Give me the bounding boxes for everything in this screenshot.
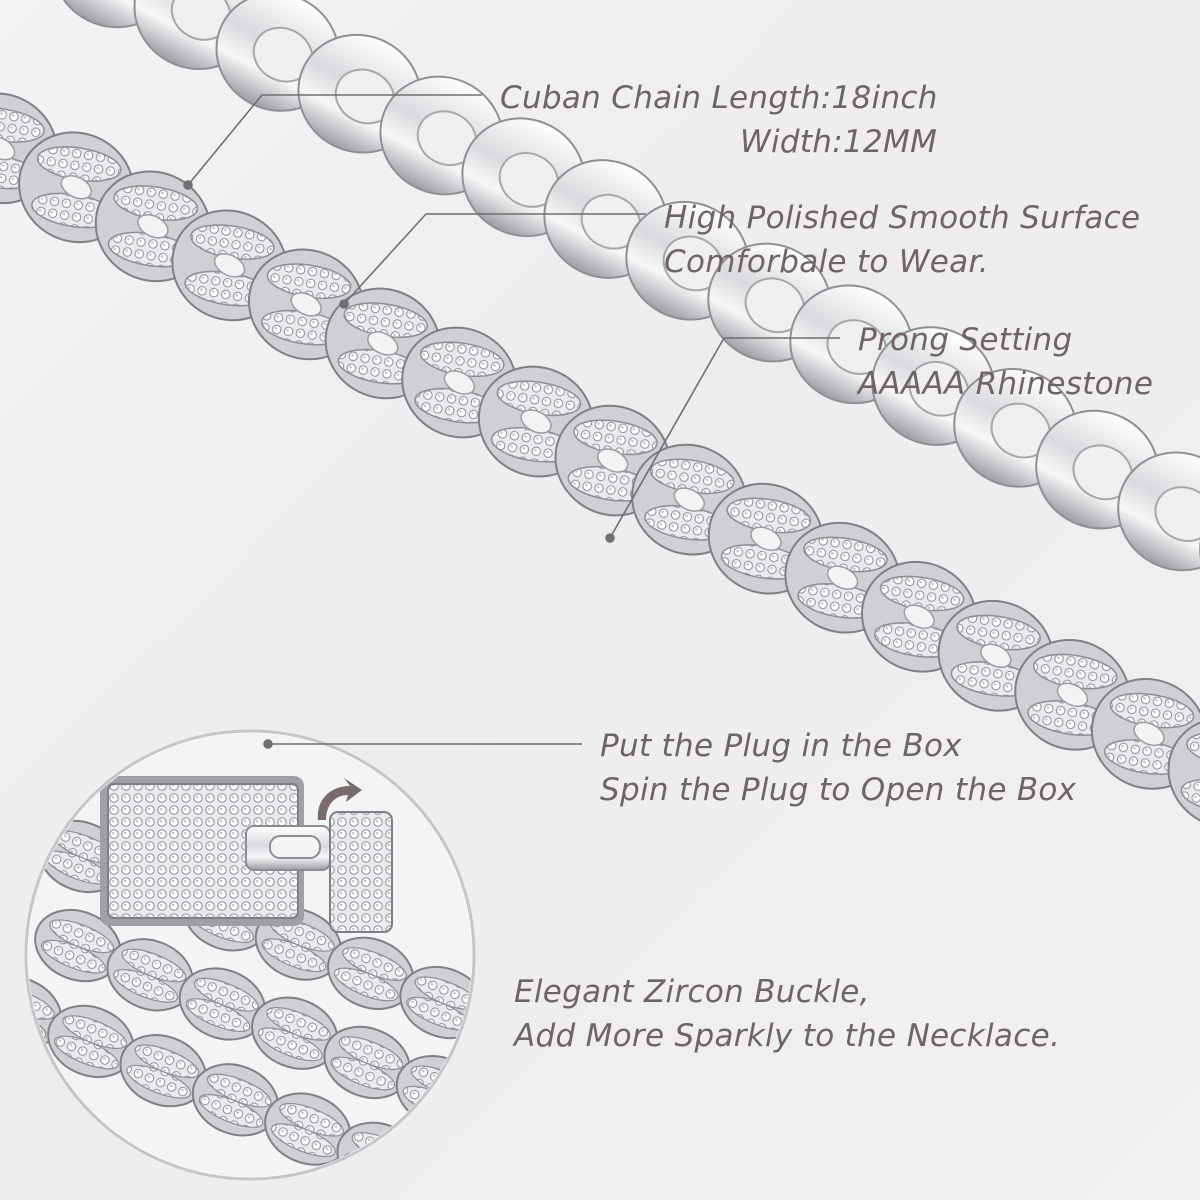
polished-link [1117,451,1200,572]
polished-chain [51,0,1200,613]
surface-line-2: Comforbale to Wear. [664,244,989,280]
inset-link [264,1092,352,1166]
inset-link [327,936,415,1010]
clasp-inset [24,729,476,1181]
inset-link [47,1004,135,1078]
inset-link [34,908,122,983]
clasp-annotation: Put the Plug in the Box Spin the Plug to… [600,724,1076,812]
iced-link [1167,717,1200,829]
inset-link [119,1034,207,1108]
setting-line-1: Prong Setting [858,322,1073,358]
surface-annotation: High Polished Smooth Surface Comforbale … [664,196,1140,284]
polished-link [51,0,176,29]
clasp-line-1: Put the Plug in the Box [600,728,962,764]
chain-length-annotation: Cuban Chain Length:18inch Width:12MM [500,76,938,164]
clasp-line-2: Spin the Plug to Open the Box [600,772,1077,808]
inset-link [323,1025,411,1100]
buckle-line-1: Elegant Zircon Buckle, [514,974,870,1010]
iced-chain [0,92,1200,829]
chain-width-text: Width:12MM [740,124,938,160]
inset-link [178,967,267,1041]
setting-annotation: Prong Setting AAAAA Rhinestone [858,318,1153,406]
box-clasp [100,776,393,933]
setting-line-2: AAAAA Rhinestone [858,366,1154,402]
buckle-line-2: Add More Sparkly to the Necklace. [514,1018,1061,1054]
inset-link [254,907,343,981]
rotate-arrow-icon [317,778,362,820]
surface-line-1: High Polished Smooth Surface [664,200,1141,236]
inset-link [191,1063,280,1137]
chain-length-text: Cuban Chain Length:18inch [500,80,938,116]
leader-lines [183,94,840,749]
buckle-annotation: Elegant Zircon Buckle, Add More Sparkly … [514,970,1060,1058]
